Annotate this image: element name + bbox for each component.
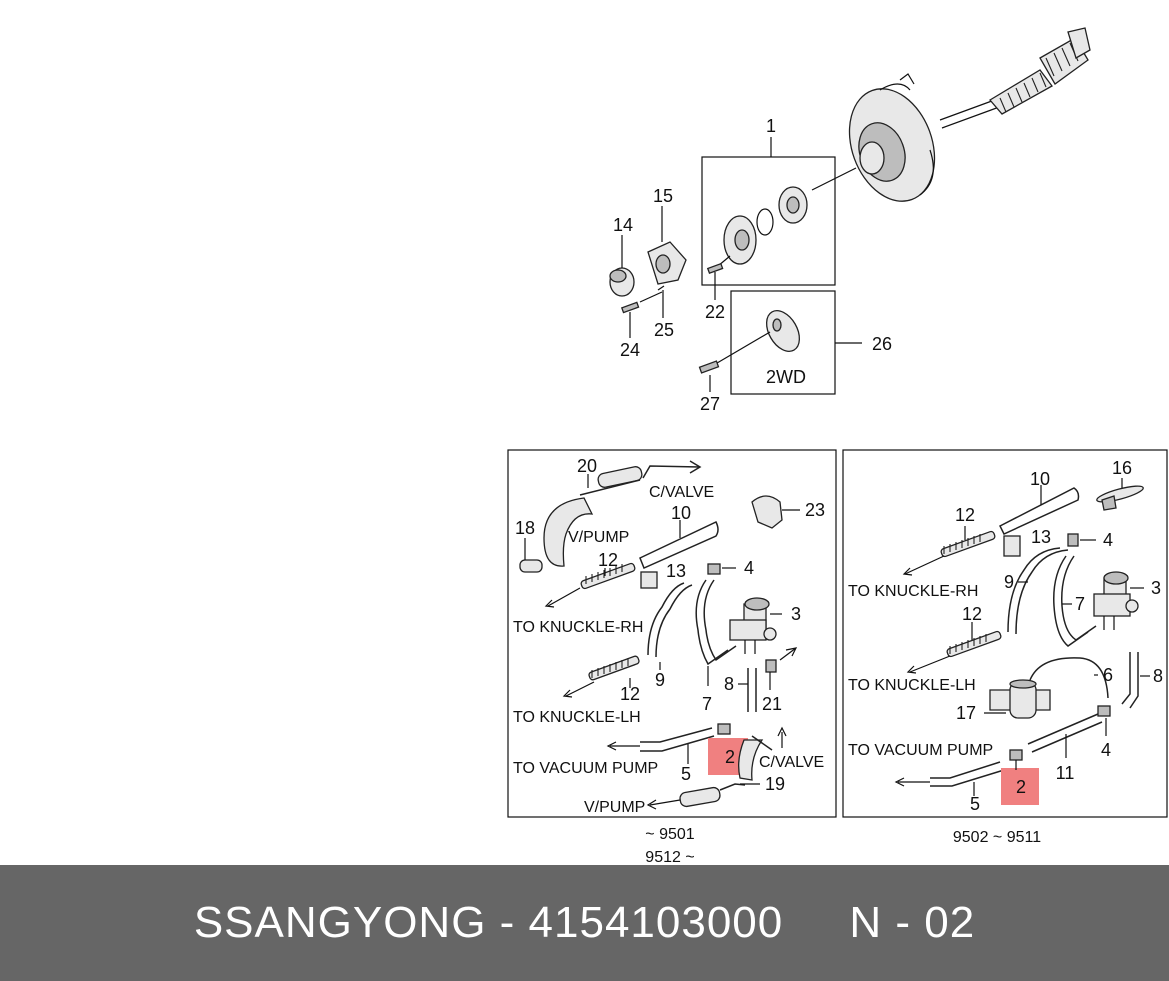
right-vacuum-panel: 10 16 12 TO KNUCKLE-RH 13 4 9 7 — [842, 449, 1168, 818]
2wd-flange — [765, 310, 801, 352]
parts-diagram: 1 22 14 15 24 25 — [507, 27, 1168, 865]
callout-11: 11 — [1056, 763, 1075, 783]
label-2wd: 2WD — [766, 367, 806, 387]
callout-3-left: 3 — [791, 604, 801, 624]
label-knuckle-lh-right: TO KNUCKLE-LH — [848, 677, 976, 694]
right-panel-frame — [842, 449, 1168, 818]
label-knuckle-lh-left: TO KNUCKLE-LH — [513, 709, 641, 726]
callout-13-right: 13 — [1031, 527, 1051, 547]
callout-9-right: 9 — [1004, 572, 1014, 592]
label-vpump-top: V/PUMP — [568, 529, 629, 546]
callout-18: 18 — [515, 518, 535, 538]
footer-bar: SSANGYONG - 4154103000 N - 02 — [0, 865, 1169, 981]
callout-10-left: 10 — [671, 503, 691, 523]
callout-4-left-upper: 4 — [744, 558, 754, 578]
callout-8-left: 8 — [724, 674, 734, 694]
callout-14: 14 — [613, 215, 633, 235]
callout-21: 21 — [762, 694, 782, 714]
drive-shaft — [939, 27, 1091, 129]
callout-24: 24 — [620, 340, 640, 360]
footer-label: SSANGYONG - 4154103000 N - 02 — [193, 898, 976, 947]
label-knuckle-rh-right: TO KNUCKLE-RH — [848, 583, 978, 600]
callout-6: 6 — [1103, 665, 1113, 685]
callout-16: 16 — [1112, 458, 1132, 478]
callout-22: 22 — [705, 302, 725, 322]
label-knuckle-rh-left: TO KNUCKLE-RH — [513, 619, 643, 636]
callout-4-right-lower: 4 — [1101, 740, 1111, 760]
label-vpump-bottom: V/PUMP — [584, 799, 645, 816]
callout-3-right: 3 — [1151, 578, 1161, 598]
caption-left-line2: 9512 ~ — [645, 849, 694, 865]
label-vacuum-pump-right: TO VACUUM PUMP — [848, 742, 993, 759]
callout-20: 20 — [577, 456, 597, 476]
callout-12-left-upper: 12 — [598, 550, 618, 570]
callout-19: 19 — [765, 774, 785, 794]
cap-and-flange — [609, 241, 687, 314]
caption-right: 9502 ~ 9511 — [953, 829, 1041, 846]
callout-25: 25 — [654, 320, 674, 340]
callout-13-left: 13 — [666, 561, 686, 581]
callout-23: 23 — [805, 500, 825, 520]
callout-2-left: 2 — [725, 747, 735, 767]
callout-5-right: 5 — [970, 794, 980, 814]
callout-10-right: 10 — [1030, 469, 1050, 489]
highlight-part-2-right — [1001, 768, 1039, 805]
knuckle-backing-plate — [848, 73, 936, 202]
callout-12-left-lower: 12 — [620, 684, 640, 704]
callout-17: 17 — [956, 703, 976, 723]
callout-7-left: 7 — [702, 694, 712, 714]
callout-27: 27 — [700, 394, 720, 414]
left-vacuum-panel: 20 C/VALVE V/PUMP 18 23 10 12 TO KNUCKLE… — [507, 449, 837, 818]
callout-7-right: 7 — [1075, 594, 1085, 614]
left-panel-frame — [507, 449, 837, 818]
callout-8-right: 8 — [1153, 666, 1163, 686]
callout-26: 26 — [872, 334, 892, 354]
callout-5-left: 5 — [681, 764, 691, 784]
vacuum-canister — [989, 679, 1051, 719]
callout-1: 1 — [766, 116, 776, 136]
label-cvalve-top: C/VALVE — [649, 484, 714, 501]
hub-parts — [706, 186, 808, 275]
callout-12-right-upper: 12 — [955, 505, 975, 525]
label-cvalve-bottom: C/VALVE — [759, 754, 824, 771]
callout-4-right-upper: 4 — [1103, 530, 1113, 550]
callout-9-left: 9 — [655, 670, 665, 690]
top-hub-assembly: 1 22 14 15 24 25 — [609, 27, 1091, 414]
caption-left-line1: ~ 9501 — [645, 826, 694, 843]
label-vacuum-pump-left: TO VACUUM PUMP — [513, 760, 658, 777]
solenoid-valve-left — [729, 597, 777, 654]
hub-kit-box — [701, 156, 836, 286]
solenoid-valve-right — [1093, 571, 1139, 630]
callout-2-right: 2 — [1016, 777, 1026, 797]
callout-15: 15 — [653, 186, 673, 206]
callout-12-right-lower: 12 — [962, 604, 982, 624]
